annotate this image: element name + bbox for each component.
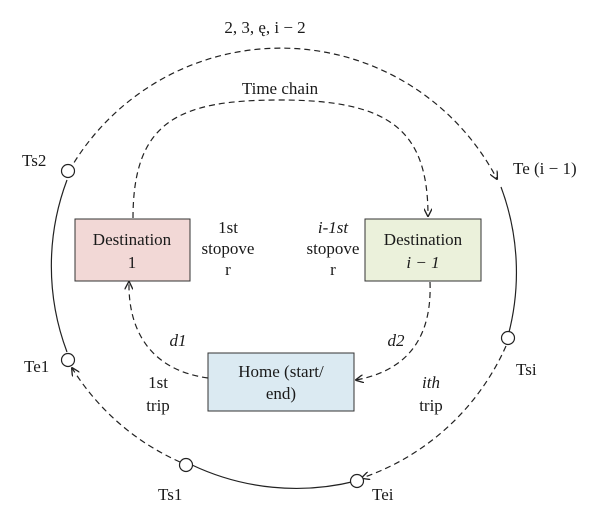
time-chain-arc xyxy=(132,99,428,219)
trip-1-line2: trip xyxy=(146,396,170,415)
point-tei xyxy=(349,473,365,489)
outer-arc-bottom-solid xyxy=(191,464,357,489)
destination-1-line2: 1 xyxy=(128,253,137,272)
point-te1 xyxy=(60,352,76,368)
destination-1-node: Destination 1 xyxy=(74,218,191,282)
label-d1: d1 xyxy=(170,331,187,350)
destination-i-1-line2: i − 1 xyxy=(406,253,439,272)
stopover-i-line3: r xyxy=(330,260,336,279)
label-ts1: Ts1 xyxy=(158,485,182,504)
trip-i-label: ith trip xyxy=(419,373,443,415)
trip-1-label: 1st trip xyxy=(146,373,170,415)
destination-1-line1: Destination xyxy=(93,230,172,249)
destination-i-1-line1: Destination xyxy=(384,230,463,249)
home-line1: Home (start/ xyxy=(238,362,324,381)
stopover-1-label: 1st stopove r xyxy=(202,218,255,279)
trip-home-to-dest1 xyxy=(129,282,209,379)
time-chain-label: Time chain xyxy=(242,79,319,98)
stopover-1-line3: r xyxy=(225,260,231,279)
stopover-i-label: i-1st stopove r xyxy=(307,218,360,279)
destination-i-1-box xyxy=(364,218,482,282)
point-ts2 xyxy=(60,163,76,179)
outer-arc-left-solid xyxy=(50,179,68,353)
label-te1: Te1 xyxy=(24,357,49,376)
home-node: Home (start/ end) xyxy=(207,352,355,412)
stopover-i-line1: i-1st xyxy=(318,218,350,237)
trip-1-line1: 1st xyxy=(148,373,168,392)
label-tei: Tei xyxy=(372,485,394,504)
stopover-i-line2: stopove xyxy=(307,239,360,258)
outer-arc-top-dashed xyxy=(68,47,497,179)
stopover-1-line2: stopove xyxy=(202,239,255,258)
label-te-i-1: Te (i − 1) xyxy=(513,159,577,178)
home-line2: end) xyxy=(266,384,296,403)
home-box xyxy=(207,352,355,412)
trip-i-line1: ith xyxy=(422,373,440,392)
label-d2: d2 xyxy=(388,331,406,350)
outer-arc-lower-right-dashed xyxy=(362,345,507,478)
stopover-1-line1: 1st xyxy=(218,218,238,237)
point-ts1 xyxy=(178,457,194,473)
label-tsi: Tsi xyxy=(516,360,537,379)
label-ts2: Ts2 xyxy=(22,151,46,170)
destination-1-box xyxy=(74,218,191,282)
top-label: 2, 3, ę, i − 2 xyxy=(224,18,305,37)
destination-i-1-node: Destination i − 1 xyxy=(364,218,482,282)
point-tsi xyxy=(500,330,516,346)
outer-arc-lower-left-dashed xyxy=(72,368,181,463)
trip-i-line2: trip xyxy=(419,396,443,415)
outer-arc-right-solid xyxy=(500,186,518,337)
